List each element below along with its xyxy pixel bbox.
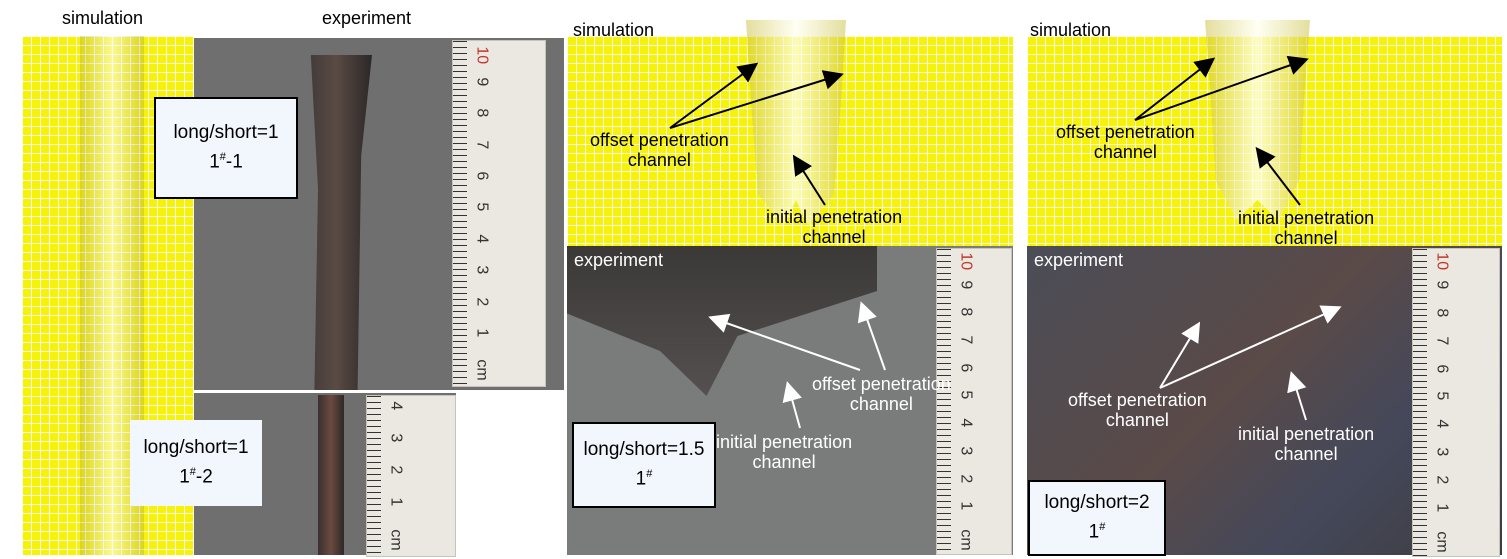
arrow bbox=[782, 381, 802, 429]
label-box-1-1: long/short=1 1#-1 bbox=[154, 97, 298, 199]
arrow bbox=[1255, 146, 1301, 206]
left-experiment-label: experiment bbox=[322, 8, 412, 28]
arrow bbox=[857, 301, 886, 371]
label-box-2: long/short=2 1# bbox=[1028, 480, 1166, 556]
left-simulation-label: simulation bbox=[62, 8, 144, 28]
arrow bbox=[669, 62, 759, 129]
right-simulation-label: simulation bbox=[1030, 20, 1112, 40]
right-simulation-cavity bbox=[1205, 20, 1310, 220]
ratio-text: long/short=1.5 bbox=[583, 439, 705, 461]
right-experiment-label: experiment bbox=[1034, 250, 1124, 270]
label-box-1-5: long/short=1.5 1# bbox=[572, 422, 716, 508]
arrow bbox=[708, 313, 861, 371]
arrow bbox=[1134, 57, 1216, 121]
label-box-1-2: long/short=1 1#-2 bbox=[130, 420, 262, 506]
sample-id: 1# bbox=[635, 468, 653, 490]
middle-simulation-cavity bbox=[746, 20, 846, 225]
middle-simulation-label: simulation bbox=[573, 20, 655, 40]
left-crack-bottom bbox=[318, 395, 344, 555]
ratio-text: long/short=1 bbox=[173, 122, 279, 144]
sample-id: 1# bbox=[1088, 521, 1106, 543]
sample-id: 1#-1 bbox=[209, 151, 243, 173]
sample-id: 1#-2 bbox=[179, 466, 213, 488]
middle-experiment-label: experiment bbox=[574, 250, 664, 270]
arrow bbox=[1134, 55, 1309, 121]
arrow bbox=[1159, 305, 1342, 389]
arrow bbox=[669, 70, 844, 129]
arrow bbox=[792, 154, 826, 206]
arrow bbox=[1159, 321, 1201, 389]
ratio-text: long/short=2 bbox=[1044, 492, 1150, 514]
ratio-text: long/short=1 bbox=[143, 437, 249, 459]
arrow bbox=[1287, 371, 1307, 421]
